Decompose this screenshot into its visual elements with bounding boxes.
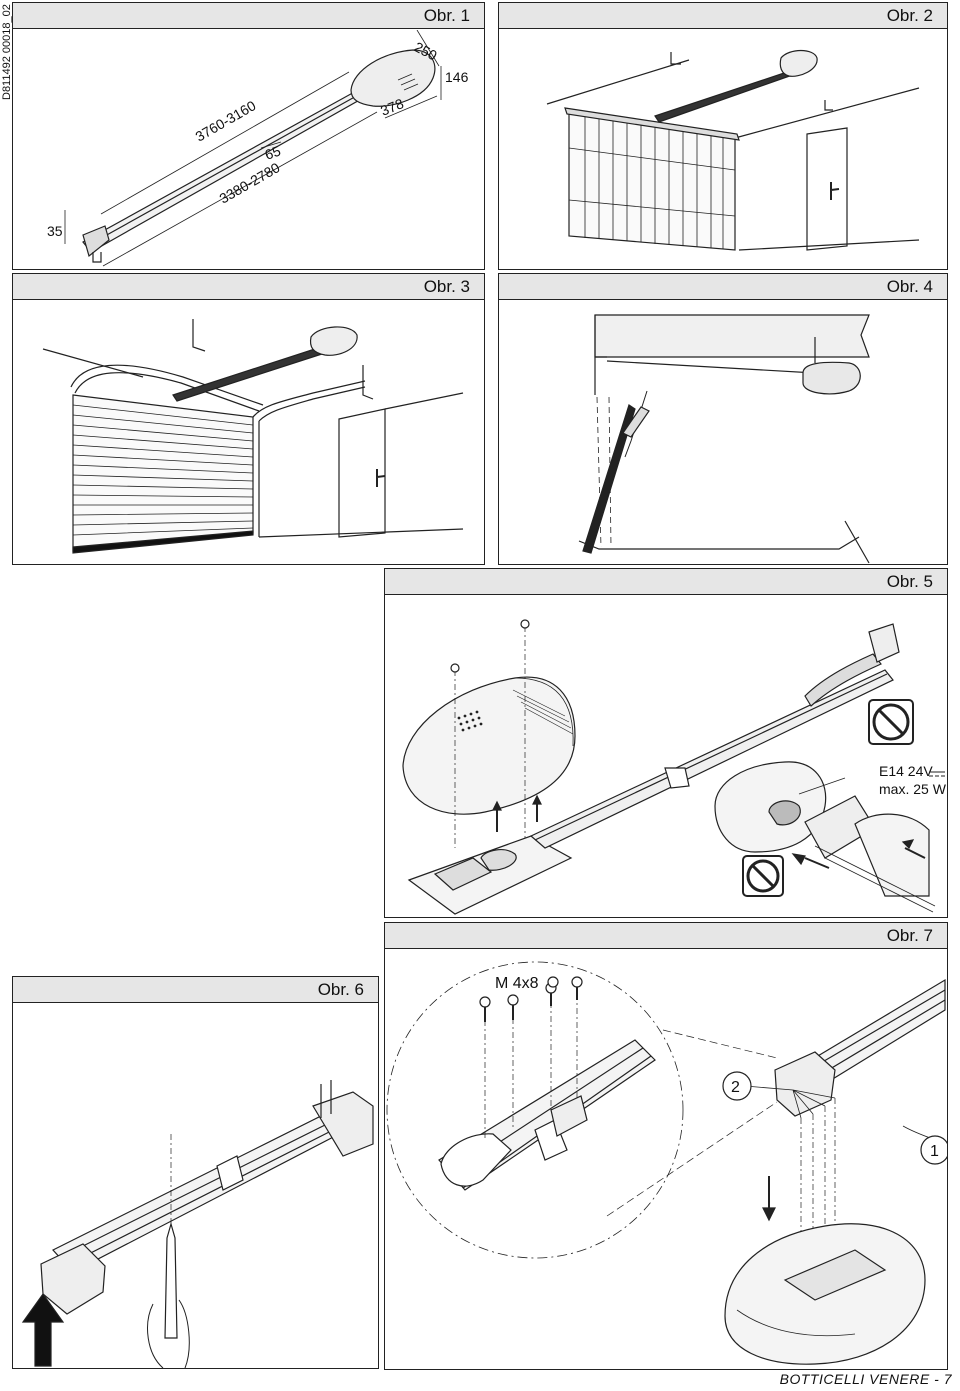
screw-spec: M 4x8 <box>495 975 539 992</box>
figure-3-header: Obr. 3 <box>13 274 484 300</box>
figure-7-panel: Obr. 7 <box>384 922 948 1370</box>
figure-7-header: Obr. 7 <box>385 923 947 949</box>
lamp-spec-line1: E14 24V <box>879 763 933 779</box>
figure-4-title: Obr. 4 <box>886 277 933 296</box>
figure-2-drawing <box>546 49 920 251</box>
figure-2-title: Obr. 2 <box>886 6 933 25</box>
dim-146: 146 <box>445 69 469 85</box>
footer-brand: BOTTICELLI VENERE - <box>779 1371 944 1387</box>
figure-2-header: Obr. 2 <box>499 3 947 29</box>
figure-5-drawing: E14 24V max. 25 W <box>402 619 947 915</box>
dim-65: 65 <box>263 142 283 162</box>
page-number: 7 <box>943 1371 952 1387</box>
figure-1-panel: Obr. 1 250 146 378 3760-3160 65 <box>12 2 485 270</box>
figure-4-panel: Obr. 4 <box>498 273 948 565</box>
figure-5-panel: Obr. 5 <box>384 568 948 918</box>
figure-5-header: Obr. 5 <box>385 569 947 595</box>
dim-3760-3160: 3760-3160 <box>193 97 259 144</box>
figure-4-header: Obr. 4 <box>499 274 947 300</box>
figure-7-drawing: M 4x8 2 1 <box>386 961 947 1365</box>
figure-5-title: Obr. 5 <box>886 572 933 591</box>
figure-1-header: Obr. 1 <box>13 3 484 29</box>
figure-7-title: Obr. 7 <box>886 926 933 945</box>
lamp-spec-line2: max. 25 W <box>879 781 947 797</box>
figure-6-drawing <box>21 1080 374 1368</box>
figure-3-panel: Obr. 3 <box>12 273 485 565</box>
callout-1: 1 <box>930 1143 939 1160</box>
figure-2-panel: Obr. 2 <box>498 2 948 270</box>
figure-1-title: Obr. 1 <box>423 6 470 25</box>
page-footer: BOTTICELLI VENERE - 7 <box>780 1371 952 1387</box>
figure-6-panel: Obr. 6 <box>12 976 379 1369</box>
figure-6-title: Obr. 6 <box>317 980 364 999</box>
figure-1-drawing: 250 146 378 3760-3160 65 3380-2780 35 <box>47 30 469 267</box>
figure-6-header: Obr. 6 <box>13 977 378 1003</box>
figure-3-drawing <box>42 319 464 554</box>
dim-35: 35 <box>47 223 63 239</box>
figure-3-title: Obr. 3 <box>423 277 470 296</box>
figure-4-drawing <box>578 314 870 564</box>
callout-2: 2 <box>731 1079 740 1096</box>
